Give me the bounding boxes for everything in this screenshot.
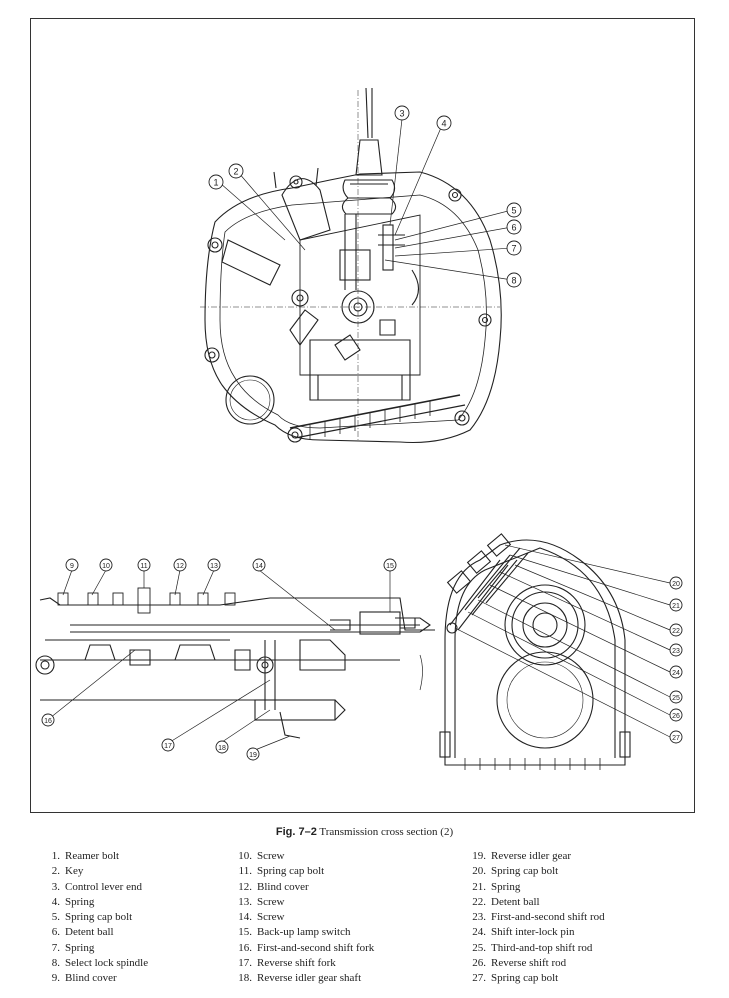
legend-item: 5.Spring cap bolt: [51, 911, 133, 924]
svg-text:18: 18: [218, 745, 226, 752]
callout-2: 2: [228, 163, 244, 179]
legend-item: 20.Spring cap bolt: [472, 865, 559, 878]
svg-text:2: 2: [233, 167, 238, 177]
callout-23: 23: [669, 643, 683, 657]
legend-item: 7.Spring: [51, 941, 95, 954]
callout-9: 9: [65, 558, 79, 572]
callout-10: 10: [99, 558, 113, 572]
svg-text:8: 8: [511, 276, 516, 286]
svg-text:19: 19: [249, 752, 257, 759]
svg-text:3: 3: [399, 109, 404, 119]
legend-item: 25.Third-and-top shift rod: [472, 941, 593, 954]
legend-item: 19.Reverse idler gear: [472, 850, 572, 862]
legend-item: 24.Shift inter-lock pin: [472, 926, 575, 939]
figure-caption: Fig. 7–2 Transmission cross section (2): [0, 826, 729, 838]
callout-21: 21: [669, 598, 683, 612]
callout-11: 11: [137, 558, 151, 572]
end-view-drawing: [439, 533, 631, 770]
legend-item: 16.First-and-second shift fork: [238, 941, 375, 954]
callout-16: 16: [41, 713, 55, 727]
callout-5: 5: [506, 202, 522, 218]
callout-7: 7: [506, 240, 522, 256]
callout-25: 25: [669, 690, 683, 704]
callouts: [49, 118, 671, 751]
callout-27: 27: [669, 730, 683, 744]
legend-item: 11.Spring cap bolt: [238, 865, 325, 878]
legend-column-3: 19.Reverse idler gear 20.Spring cap bolt…: [464, 849, 605, 987]
svg-text:17: 17: [164, 743, 172, 750]
svg-text:16: 16: [44, 718, 52, 725]
legend-item: 6.Detent ball: [51, 926, 114, 939]
callout-20: 20: [669, 576, 683, 590]
legend-item: 2.Key: [51, 865, 84, 878]
svg-text:26: 26: [672, 713, 680, 720]
svg-text:13: 13: [210, 563, 218, 570]
legend-item: 15.Back-up lamp switch: [238, 926, 351, 939]
legend-item: 9.Blind cover: [51, 972, 117, 985]
svg-text:4: 4: [441, 119, 446, 129]
svg-text:20: 20: [672, 581, 680, 588]
legend-item: 12.Blind cover: [238, 880, 309, 893]
legend-column-1: 1.Reamer bolt 2.Key 3.Control lever end …: [38, 849, 148, 987]
legend-item: 27.Spring cap bolt: [472, 972, 559, 985]
callout-4: 4: [436, 115, 452, 131]
svg-text:9: 9: [70, 563, 74, 570]
svg-text:7: 7: [511, 244, 516, 254]
legend-item: 8.Select lock spindle: [51, 957, 149, 970]
callout-18: 18: [215, 740, 229, 754]
legend-item: 4.Spring: [51, 895, 95, 908]
legend-item: 3.Control lever end: [51, 880, 142, 893]
callout-3: 3: [394, 105, 410, 121]
svg-text:15: 15: [386, 563, 394, 570]
callout-22: 22: [669, 623, 683, 637]
legend-item: 26.Reverse shift rod: [472, 957, 567, 970]
callout-12: 12: [173, 558, 187, 572]
svg-text:6: 6: [511, 223, 516, 233]
svg-text:14: 14: [255, 563, 263, 570]
callout-1: 1: [208, 174, 224, 190]
callout-17: 17: [161, 738, 175, 752]
legend-column-2: 10.Screw 11.Spring cap bolt 12.Blind cov…: [230, 849, 374, 987]
callout-markers: 1 2 3 4 5 6 7 8 9 10 11 12 13 14 15 16 1…: [41, 105, 683, 761]
legend-item: 18.Reverse idler gear shaft: [238, 972, 362, 985]
figure-title: Transmission cross section (2): [319, 826, 454, 838]
callout-13: 13: [207, 558, 221, 572]
svg-text:25: 25: [672, 695, 680, 702]
svg-text:24: 24: [672, 670, 680, 677]
legend-item: 14.Screw: [238, 911, 285, 924]
top-view-drawing: [200, 87, 502, 443]
svg-text:22: 22: [672, 628, 680, 635]
legend-item: 1.Reamer bolt: [51, 850, 120, 862]
callout-24: 24: [669, 665, 683, 679]
figure-number: Fig. 7–2: [275, 826, 317, 838]
callout-8: 8: [506, 272, 522, 288]
svg-text:5: 5: [511, 206, 516, 216]
svg-text:1: 1: [213, 178, 218, 188]
callout-26: 26: [669, 708, 683, 722]
svg-text:21: 21: [672, 603, 680, 610]
svg-text:27: 27: [672, 735, 680, 742]
svg-text:11: 11: [140, 563, 147, 570]
legend-item: 17.Reverse shift fork: [238, 957, 336, 970]
legend-item: 10.Screw: [238, 850, 285, 862]
legend-item: 13.Screw: [238, 895, 285, 908]
callout-15: 15: [383, 558, 397, 572]
callout-19: 19: [246, 747, 260, 761]
side-view-drawing: [35, 587, 435, 739]
legend-item: 21.Spring: [472, 880, 521, 893]
svg-text:10: 10: [102, 563, 110, 570]
legend-item: 22.Detent ball: [472, 895, 540, 908]
figure-frame: [30, 18, 695, 813]
svg-text:12: 12: [176, 563, 184, 570]
callout-6: 6: [506, 219, 522, 235]
legend-item: 23.First-and-second shift rod: [472, 911, 605, 924]
svg-text:23: 23: [672, 648, 680, 655]
callout-14: 14: [252, 558, 266, 572]
